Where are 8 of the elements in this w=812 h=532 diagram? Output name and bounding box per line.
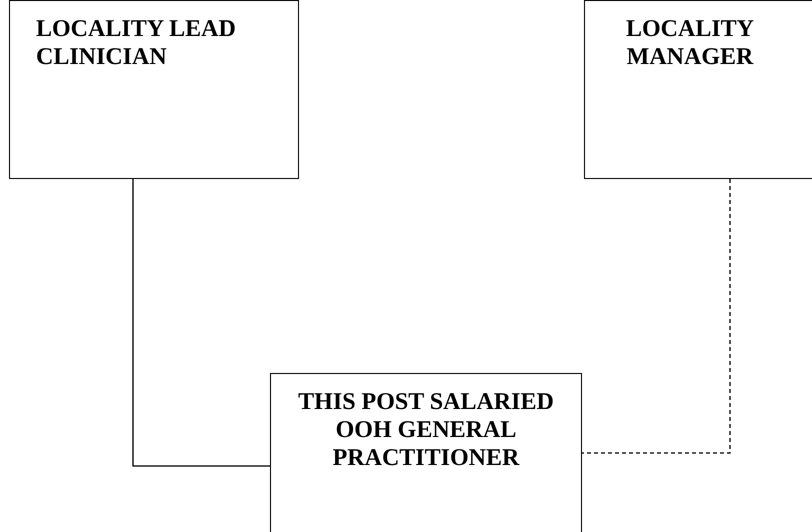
role-box [270,373,582,532]
role-title: LOCALITY LEAD CLINICIAN [36,15,237,71]
role-box [584,0,812,179]
connector-line [132,179,270,467]
role-box [9,0,299,179]
role-title: THIS POST SALARIED OOH GENERAL PRACTITIONER [297,388,555,472]
role-title: LOCALITY MANAGER [624,15,756,71]
connector-line [582,179,731,454]
